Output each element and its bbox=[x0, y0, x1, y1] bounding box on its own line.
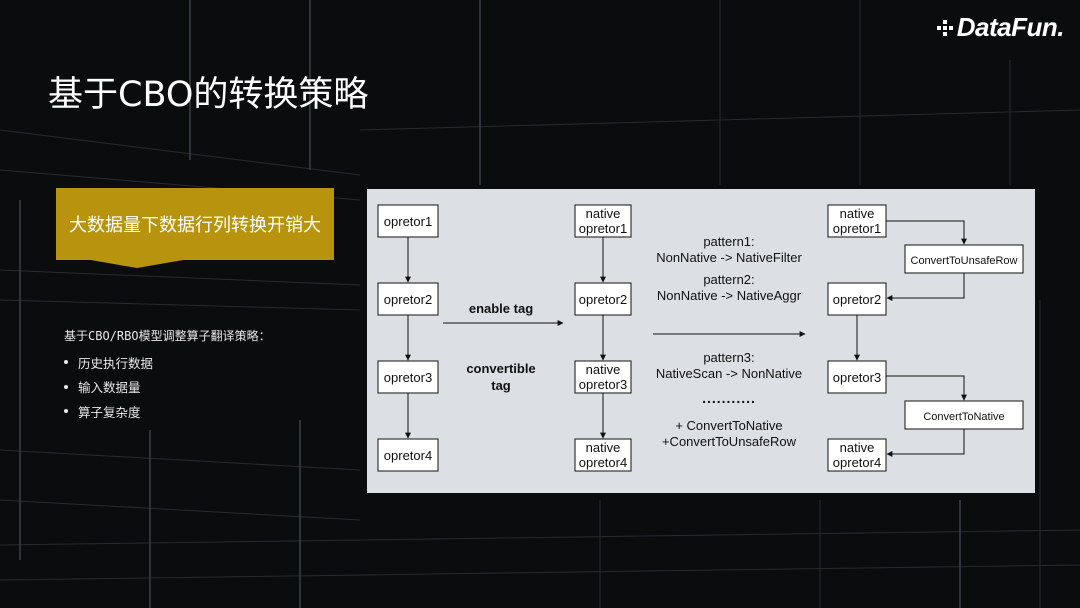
flow-arrow bbox=[886, 273, 965, 301]
strategy-heading: 基于CBO/RBO模型调整算子翻译策略： bbox=[64, 329, 271, 343]
operator-box bbox=[574, 360, 632, 394]
datafun-logo: DataFun. bbox=[936, 12, 1065, 43]
operator-box bbox=[827, 438, 887, 472]
pattern2-text: pattern2:NonNative -> NativeAggr bbox=[657, 272, 802, 303]
callout-box: 大数据量下数据行列转换开销大 bbox=[56, 188, 334, 260]
pattern3-text: pattern3:NativeScan -> NonNative bbox=[656, 350, 802, 381]
convert-to-native-label: ConvertToNative bbox=[923, 411, 1004, 423]
ellipsis: ........... bbox=[702, 390, 756, 406]
convert-to-native-box bbox=[904, 400, 1024, 430]
operator-box bbox=[377, 204, 439, 238]
operator-label: opretor3 bbox=[384, 370, 432, 385]
operator-box bbox=[574, 204, 632, 238]
convert-insertions-text: + ConvertToNative+ConvertToUnsafeRow bbox=[662, 418, 797, 449]
flow-arrow bbox=[886, 220, 967, 245]
operator-box bbox=[377, 360, 439, 394]
bullet-item: 输入数据量 bbox=[64, 375, 153, 400]
datafun-logo-icon bbox=[936, 19, 953, 36]
slide-title: 基于CBO的转换策略 bbox=[48, 75, 369, 115]
bullet-dot-icon bbox=[64, 409, 68, 414]
convert-to-unsafe-row-label: ConvertToUnsafeRow bbox=[911, 255, 1018, 267]
pattern1-text: pattern1:NonNative -> NativeFilter bbox=[656, 234, 802, 265]
operator-label: opretor2 bbox=[833, 292, 881, 307]
operator-box bbox=[377, 282, 439, 316]
callout-tail bbox=[85, 259, 189, 268]
strategy-bullet-list: 历史执行数据 输入数据量 算子复杂度 bbox=[64, 350, 153, 424]
conversion-diagram: opretor1 opretor2 opretor3 opretor4 enab… bbox=[367, 189, 1035, 493]
operator-box bbox=[827, 282, 887, 316]
enable-tag-label: enable tag bbox=[469, 301, 533, 316]
flow-arrow bbox=[886, 429, 965, 457]
bullet-dot-icon bbox=[64, 360, 68, 365]
operator-box bbox=[827, 360, 887, 394]
bullet-dot-icon bbox=[64, 384, 68, 389]
operator-label: opretor2 bbox=[579, 292, 627, 307]
operator-label: opretor2 bbox=[384, 292, 432, 307]
diagram-panel bbox=[367, 189, 1035, 493]
operator-label: opretor3 bbox=[833, 370, 881, 385]
flow-arrow bbox=[886, 375, 967, 401]
bullet-item: 历史执行数据 bbox=[64, 350, 153, 375]
convert-to-unsafe-row-box bbox=[904, 244, 1024, 274]
bullet-item: 算子复杂度 bbox=[64, 399, 153, 424]
operator-label: opretor1 bbox=[384, 214, 432, 229]
operator-box bbox=[377, 438, 439, 472]
operator-box bbox=[574, 438, 632, 472]
logo-text: DataFun. bbox=[956, 12, 1065, 42]
column-original-operators: opretor1 opretor2 opretor3 opretor4 bbox=[377, 204, 439, 472]
operator-label: opretor4 bbox=[384, 448, 432, 463]
